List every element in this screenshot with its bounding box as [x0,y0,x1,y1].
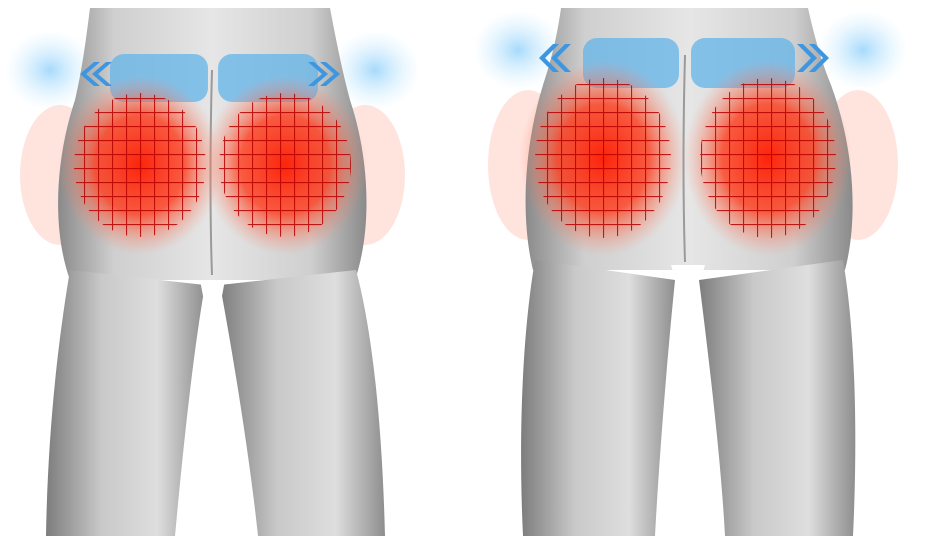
leg-left [46,270,205,536]
leg-right [220,270,385,536]
cool-glow-right [818,10,908,90]
thigh-gap [200,280,225,296]
after-figure [463,0,926,536]
leg-left [521,260,675,536]
before-figure [0,0,463,536]
leg-right [699,260,855,536]
thigh-gap [671,265,705,278]
